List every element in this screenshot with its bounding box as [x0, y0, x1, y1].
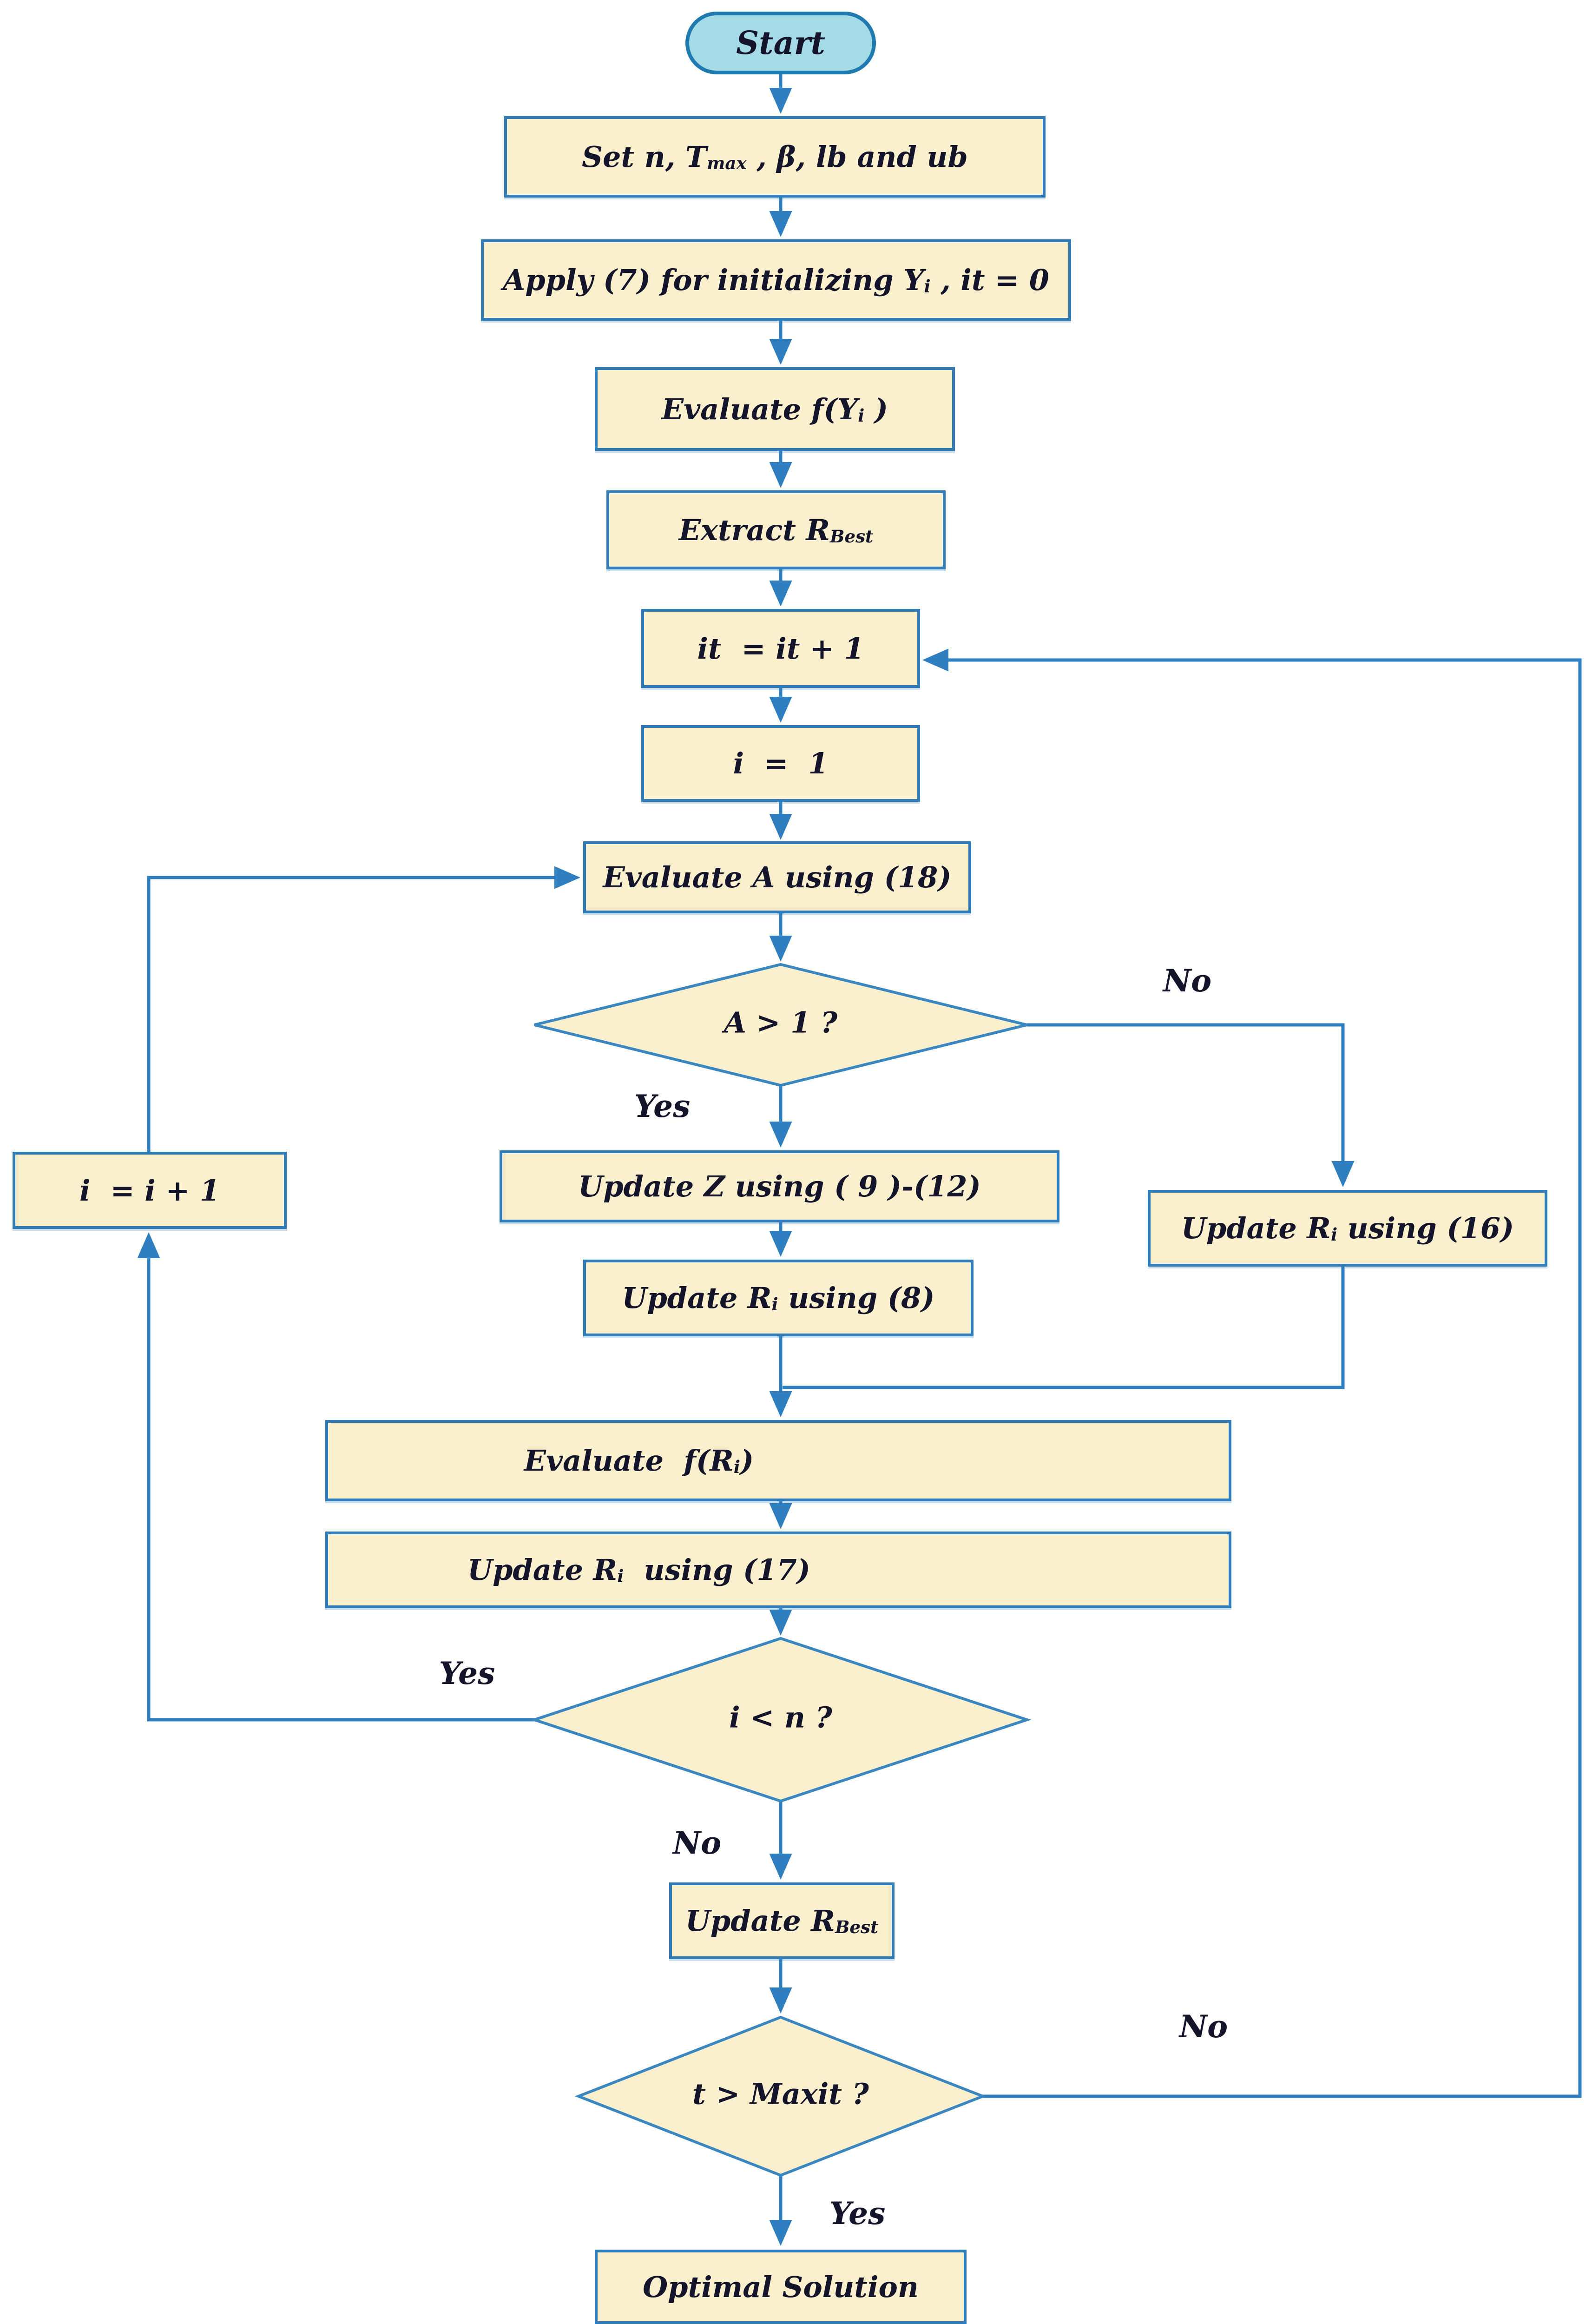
label-subscript: Best — [835, 1917, 879, 1938]
decision-t-label: t > Maxit ? — [692, 2077, 869, 2111]
node-update-ri-16-label: Update Ri using (16) — [1181, 1211, 1514, 1245]
node-init-population-label: Apply (7) for initializing Yi , it = 0 — [503, 263, 1049, 297]
decision-i-shape — [530, 1637, 1032, 1803]
label-subscript: Best — [829, 526, 874, 547]
node-update-rbest-label: Update RBest — [685, 1904, 878, 1938]
label-part: , β, lb and ub — [746, 140, 968, 174]
label-subscript: i — [771, 1294, 778, 1315]
label-part: using (8) — [778, 1281, 935, 1315]
node-start-label: Start — [736, 24, 825, 62]
label-subscript: max — [707, 153, 747, 174]
edge-label-decision-i-no: No — [672, 1825, 722, 1861]
node-update-ri-16: Update Ri using (16) — [1148, 1190, 1547, 1267]
label-part: using (16) — [1337, 1211, 1514, 1245]
label-subscript: i — [1330, 1224, 1338, 1245]
node-evaluate-fri-label: Evaluate f(Ri) — [524, 1444, 754, 1478]
node-update-ri-8-label: Update Ri using (8) — [622, 1281, 934, 1315]
node-update-ri-17-label: Update Ri using (17) — [467, 1553, 810, 1587]
label-part: Set n, T — [582, 140, 707, 174]
decision-t-shape — [574, 2015, 987, 2177]
node-it-increment-label: it = it + 1 — [697, 631, 864, 666]
node-i-init-label: i = 1 — [733, 746, 829, 780]
label-part: , it = 0 — [930, 263, 1049, 297]
edge-label-decision-t-yes: Yes — [829, 2195, 886, 2232]
node-update-ri-17: Update Ri using (17) — [325, 1532, 1231, 1608]
label-subscript: i — [924, 276, 931, 297]
label-part: Update R — [622, 1281, 772, 1315]
edge-decisiont-itinc-no — [922, 648, 1582, 2098]
decision-a-shape — [534, 963, 1027, 1087]
edge-label-decision-i-yes: Yes — [439, 1655, 495, 1691]
node-optimal-solution-label: Optimal Solution — [643, 2270, 919, 2304]
node-extract-rbest-label: Extract RBest — [679, 513, 873, 547]
node-optimal-solution: Optimal Solution — [595, 2250, 967, 2324]
node-evaluate-fyi: Evaluate f(Yi ) — [595, 367, 955, 451]
label-subscript: i — [617, 1566, 624, 1587]
node-i-increment: i = i + 1 — [13, 1152, 287, 1229]
edge-label-decision-a-no: No — [1163, 963, 1212, 999]
edge-label-decision-a-yes: Yes — [634, 1088, 691, 1124]
node-init-population: Apply (7) for initializing Yi , it = 0 — [481, 239, 1071, 321]
label-part: Update R — [685, 1904, 835, 1938]
node-i-init: i = 1 — [641, 725, 920, 802]
node-start: Start — [685, 12, 876, 74]
label-part: Evaluate f(Y — [661, 392, 858, 426]
edge-decisioni-iinc-yes — [137, 1232, 534, 1722]
label-part: Extract R — [678, 513, 830, 547]
node-evaluate-fri: Evaluate f(Ri) — [325, 1420, 1231, 1501]
node-set-params: Set n, Tmax , β, lb and ub — [504, 116, 1046, 198]
node-update-ri-8: Update Ri using (8) — [583, 1260, 974, 1336]
decision-a-label: A > 1 ? — [724, 1005, 838, 1040]
label-part: Evaluate f(R — [524, 1444, 734, 1478]
edge-decisiona-updater16-no — [1027, 1023, 1355, 1187]
label-part: Update R — [467, 1553, 618, 1587]
label-subscript: i — [733, 1457, 740, 1478]
node-evaluate-a: Evaluate A using (18) — [583, 841, 971, 913]
edge-updater16-merge — [783, 1267, 1345, 1389]
node-evaluate-fyi-label: Evaluate f(Yi ) — [662, 392, 888, 426]
node-i-increment-label: i = i + 1 — [79, 1173, 220, 1208]
edge-iinc-evala — [147, 866, 580, 1152]
label-part: ) — [864, 392, 888, 426]
label-part: ) — [740, 1444, 754, 1478]
label-part: Update R — [1181, 1211, 1331, 1245]
edge-label-decision-t-no: No — [1179, 2008, 1228, 2045]
node-it-increment: it = it + 1 — [641, 609, 920, 688]
label-subscript: i — [858, 405, 865, 426]
node-extract-rbest: Extract RBest — [606, 490, 946, 569]
label-part: Apply (7) for initializing Y — [503, 263, 924, 297]
decision-i-label: i < n ? — [729, 1700, 832, 1735]
node-update-z: Update Z using ( 9 )-(12) — [500, 1150, 1059, 1222]
node-evaluate-a-label: Evaluate A using (18) — [603, 860, 952, 894]
label-part: using (17) — [624, 1553, 810, 1587]
node-update-rbest: Update RBest — [669, 1882, 895, 1959]
node-set-params-label: Set n, Tmax , β, lb and ub — [582, 140, 968, 174]
node-update-z-label: Update Z using ( 9 )-(12) — [578, 1169, 981, 1203]
